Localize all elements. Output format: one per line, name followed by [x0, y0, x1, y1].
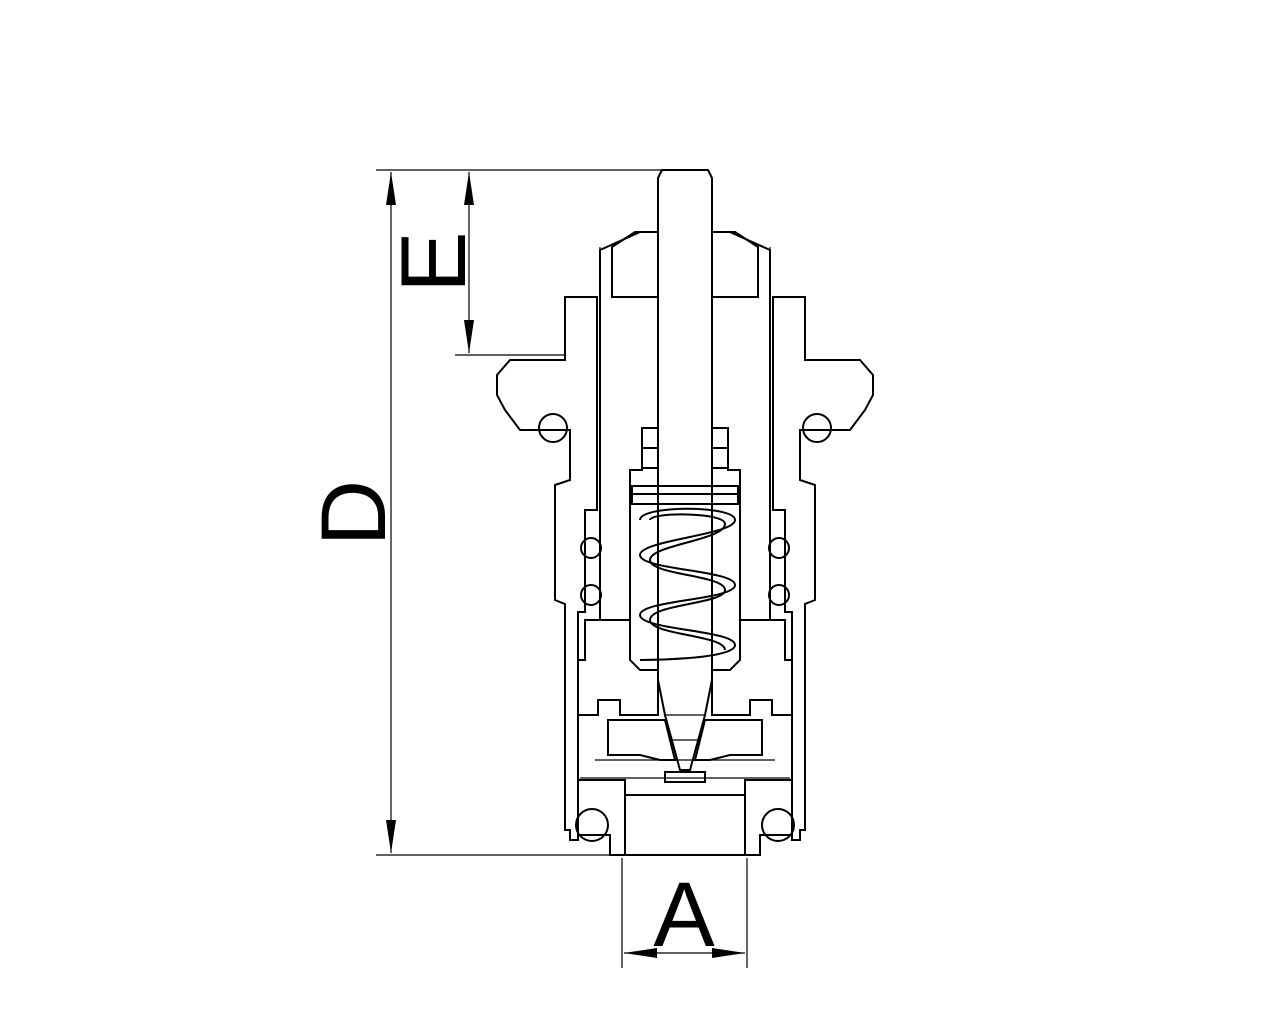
dimension-label-d: D — [303, 480, 405, 546]
o-rings — [538, 413, 832, 842]
dimension-label-e: E — [383, 231, 485, 292]
valve-body — [496, 231, 874, 841]
valve-seat — [577, 619, 793, 783]
compression-spring — [638, 507, 737, 661]
stem-seals — [631, 427, 739, 505]
bottom-fitting — [577, 779, 793, 856]
valve-stem — [657, 169, 713, 771]
dimension-a: A — [621, 858, 748, 968]
stem-guide — [599, 231, 771, 621]
dimension-label-a: A — [653, 864, 715, 966]
dimension-d: D — [303, 169, 708, 856]
dimension-e: E — [383, 172, 565, 356]
